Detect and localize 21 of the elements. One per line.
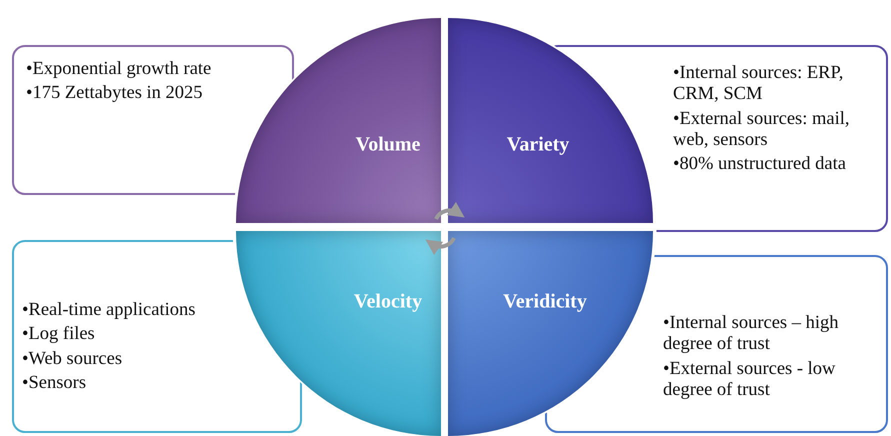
quadrant-label: Volume	[356, 134, 420, 156]
bullet-item: •External sources - low degree of trust	[663, 358, 836, 402]
bullet-item: •Web sources	[22, 348, 124, 370]
quadrant-label: Veridicity	[503, 290, 587, 314]
text-card	[12, 45, 294, 195]
bullet-item: •175 Zettabytes in 2025	[26, 83, 204, 105]
bullet-item: •Exponential growth rate	[26, 59, 212, 80]
bullet-item: •Sensors	[22, 372, 88, 394]
text-card	[12, 240, 302, 433]
bullet-item: •Internal sources – high degree of trust	[663, 313, 840, 356]
bullet-item: •Log files	[22, 324, 96, 346]
quadrant-segment	[236, 231, 441, 436]
quadrant-label: Variety	[506, 134, 570, 156]
bullet-item: •80% unstructured data	[673, 154, 847, 176]
bullet-item: •Internal sources: ERP, CRM, SCM	[673, 63, 844, 106]
curved-arrow	[434, 202, 465, 220]
curved-arrow	[425, 237, 456, 255]
quadrant-segment	[448, 231, 653, 436]
bullet-item: •Real-time applications	[22, 300, 196, 322]
bullet-item: •External sources: mail, web, sensors	[673, 108, 851, 152]
quadrant-label: Velocity	[354, 290, 422, 314]
